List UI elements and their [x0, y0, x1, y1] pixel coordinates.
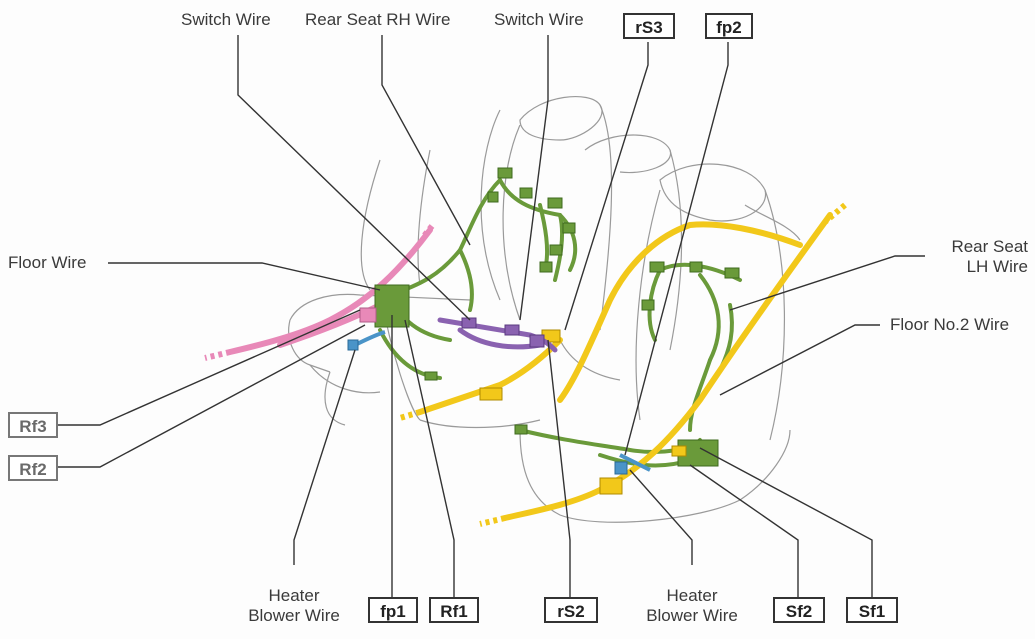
connector-fp1: fp1 [368, 597, 418, 623]
floor-no2-wire-label: Floor No.2 Wire [890, 315, 1010, 334]
switch-wire-label-right: Switch Wire [494, 10, 584, 29]
connector-Sf1: Sf1 [846, 597, 898, 623]
floor-no2-wire [417, 212, 833, 521]
floor-wire-label: Floor Wire [8, 253, 87, 272]
junction-block [359, 284, 410, 328]
lh-connectors [514, 261, 740, 467]
floor-no2-dashes [399, 202, 847, 527]
rear-seat-rh-harness [378, 178, 578, 380]
heater-blower-wire-right [619, 453, 651, 472]
switch-connectors [461, 317, 545, 348]
connector-Rf2: Rf2 [8, 455, 58, 481]
rh-connectors [424, 167, 576, 381]
rear-seat-rh-wire-label: Rear Seat RH Wire [305, 10, 451, 29]
switch-wire-label-left: Switch Wire [181, 10, 271, 29]
leader-lines [58, 35, 925, 597]
connector-Rf1: Rf1 [429, 597, 479, 623]
connector-fp2: fp2 [705, 13, 753, 39]
heater-blower-wire-left [354, 330, 386, 347]
seat-outline [288, 95, 801, 523]
heater-blower-connector-left [347, 339, 359, 351]
rear-seat-lh-wire-label: Rear Seat LH Wire [951, 237, 1028, 276]
heater-blower-wire-label-right: Heater Blower Wire [646, 586, 738, 625]
floor-no2-connectors [479, 329, 687, 495]
heater-blower-wire-label-left: Heater Blower Wire [248, 586, 340, 625]
heater-blower-connector-right [614, 461, 628, 475]
connector-rS2: rS2 [544, 597, 598, 623]
connector-Rf3: Rf3 [8, 412, 58, 438]
connector-rS3: rS3 [623, 13, 675, 39]
floor-wire-dashes [204, 224, 435, 361]
connector-Sf2: Sf2 [773, 597, 825, 623]
